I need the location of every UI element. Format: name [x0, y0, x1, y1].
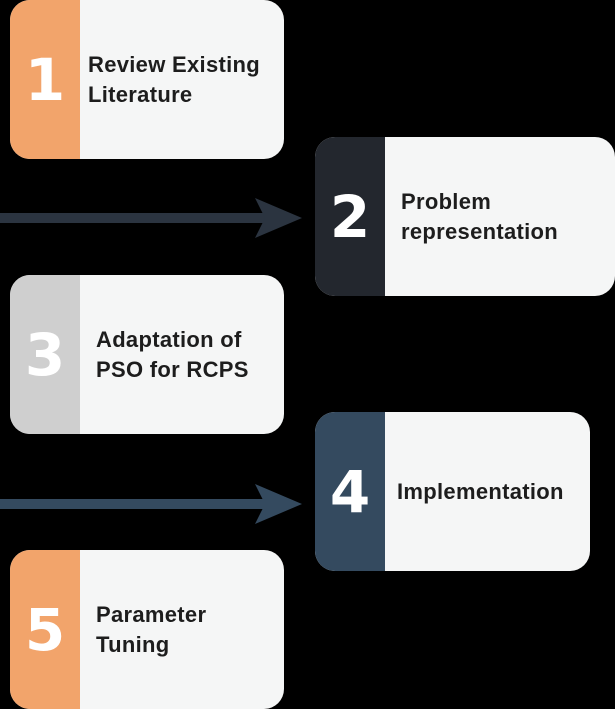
step-label-3: Adaptation of PSO for RCPS	[96, 326, 249, 382]
step-number-2: 2	[315, 137, 385, 296]
step-card-2: 2 Problem representation	[315, 137, 615, 296]
arrow-right-icon	[0, 484, 302, 524]
step-number-4: 4	[315, 412, 385, 571]
step-label-2: Problem representation	[401, 188, 559, 244]
step-label-5: Parameter Tuning	[96, 601, 207, 657]
step-number-5: 5	[10, 550, 80, 709]
step-card-3: 3 Adaptation of PSO for RCPS	[10, 275, 284, 434]
step-number-3: 3	[10, 275, 80, 434]
arrow-right-icon	[0, 198, 302, 238]
step-card-4: 4 Implementation	[315, 412, 590, 571]
step-label-4: Implementation	[397, 478, 564, 504]
step-card-5: 5 Parameter Tuning	[10, 550, 284, 709]
step-number-1: 1	[10, 0, 80, 159]
step-label-1: Review Existing Literature	[88, 51, 261, 107]
step-card-1: 1 Review Existing Literature	[10, 0, 284, 159]
